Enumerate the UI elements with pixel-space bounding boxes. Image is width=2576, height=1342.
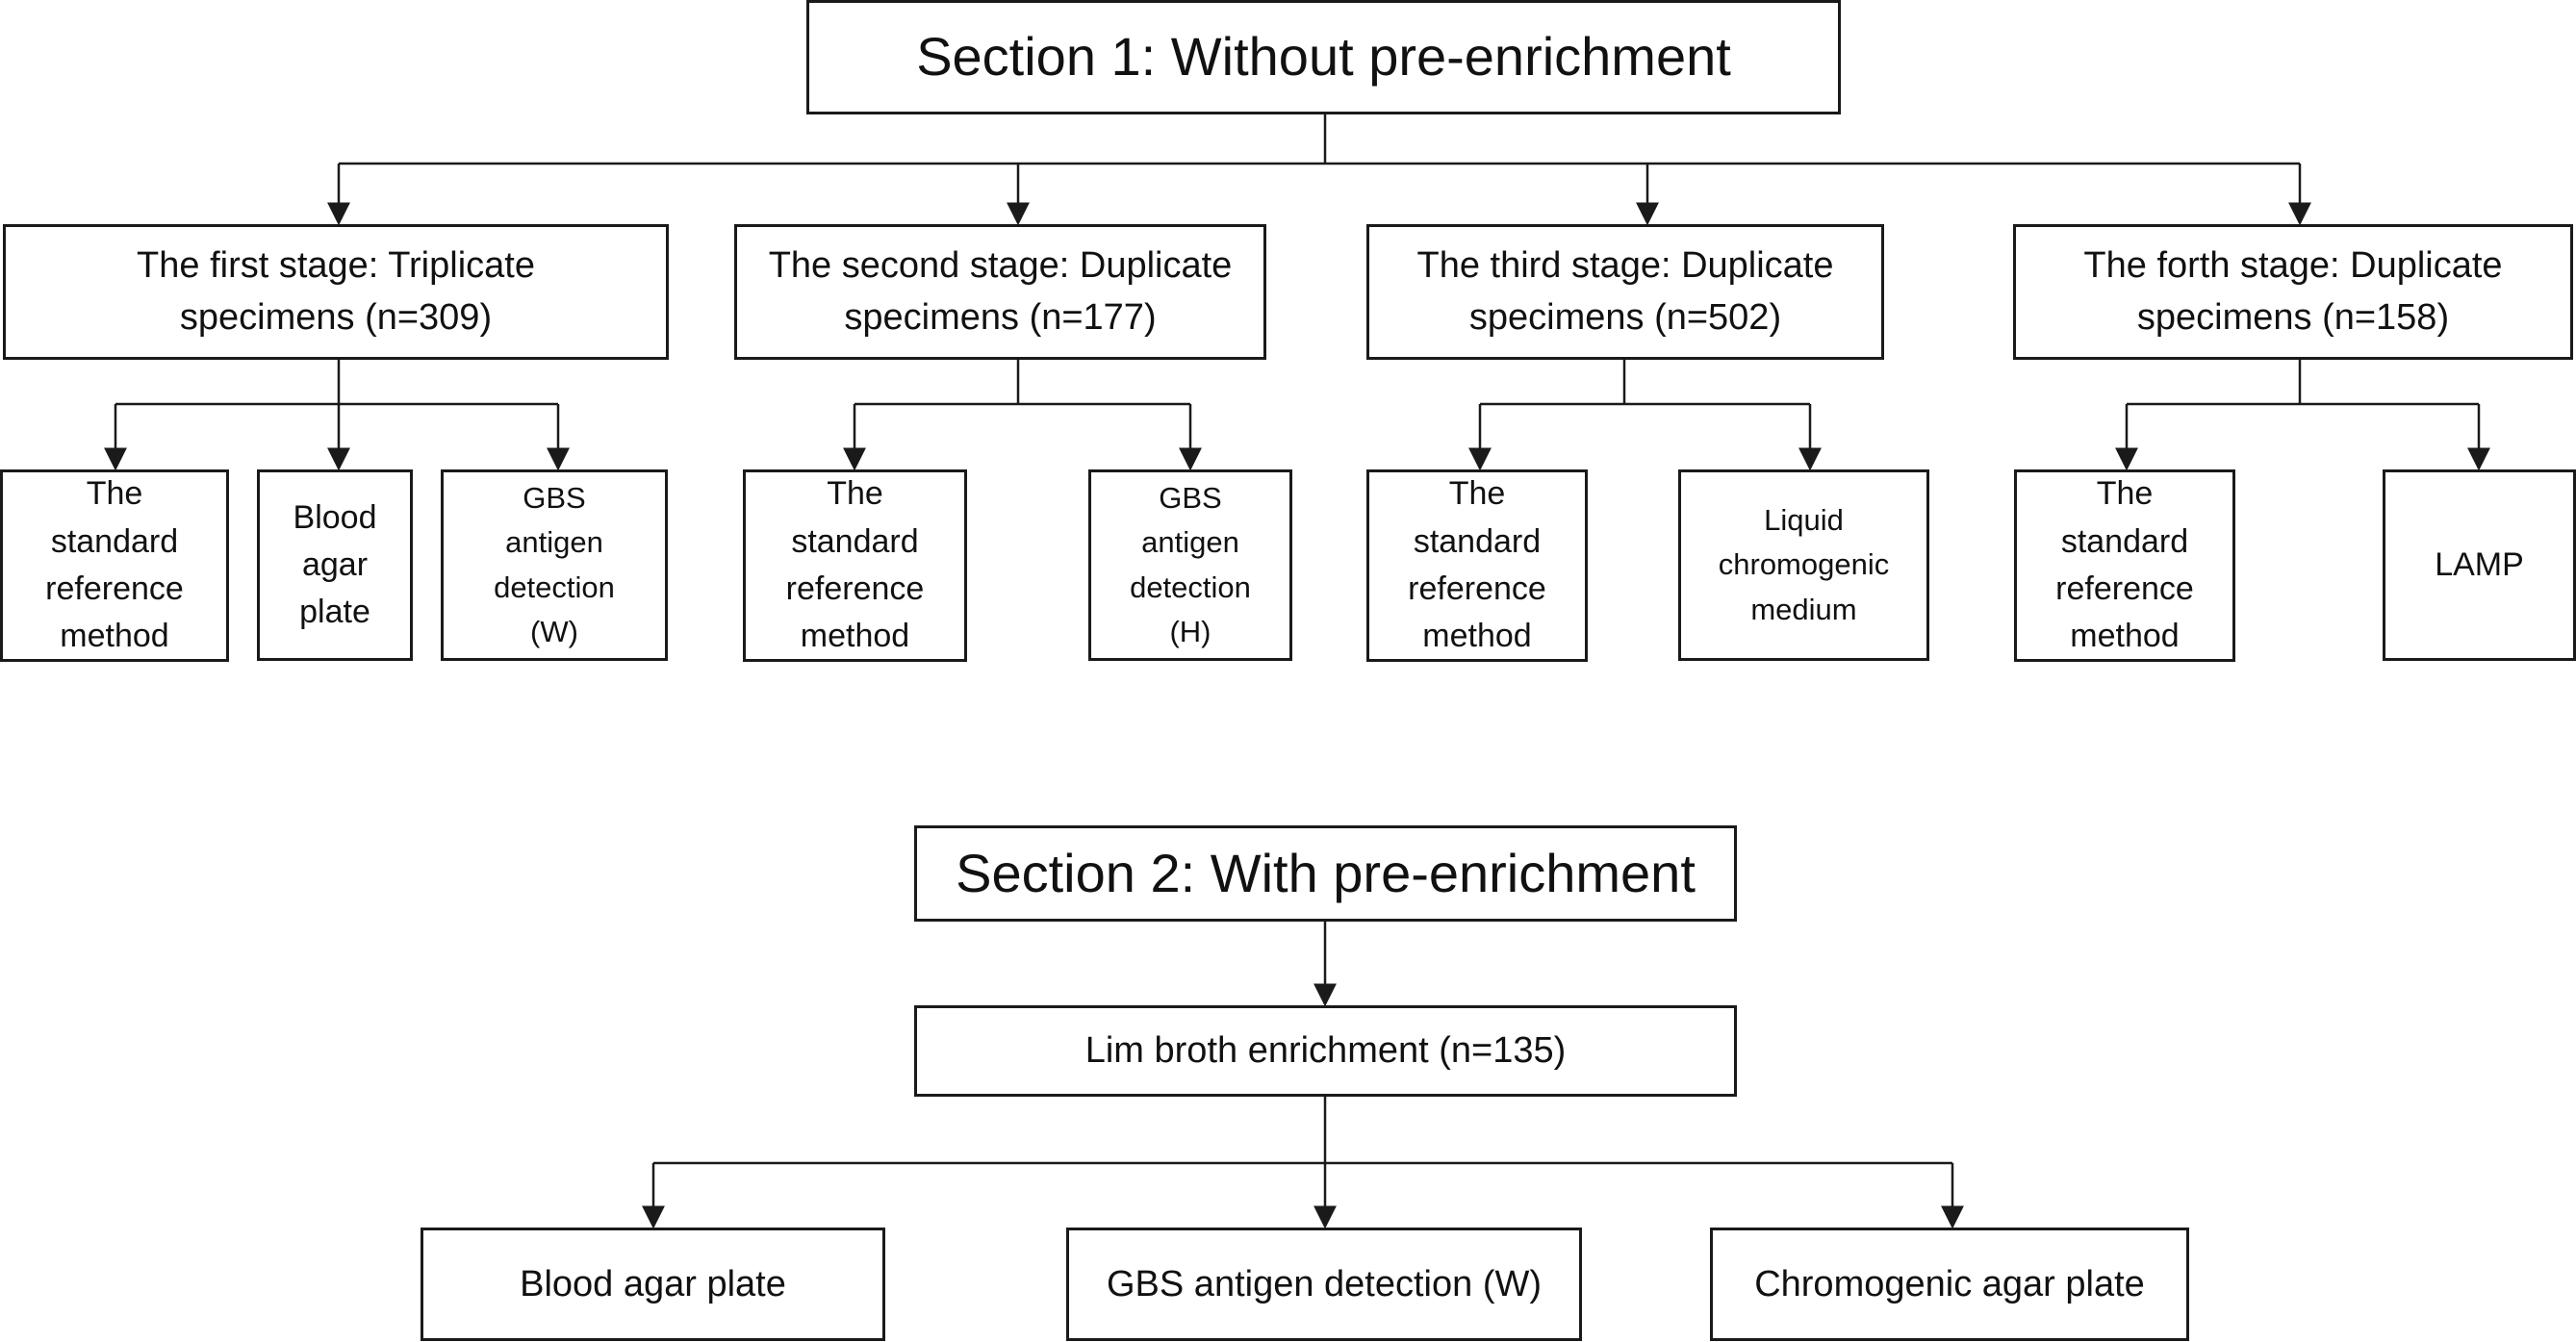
stage-2-method-standard-reference: The standard reference method xyxy=(743,469,967,662)
stage-4-method-standard-reference: The standard reference method xyxy=(2014,469,2235,662)
stage-4-method-lamp: LAMP xyxy=(2383,469,2576,661)
stage-2-method-gbs-antigen-h: GBS antigen detection (H) xyxy=(1088,469,1292,661)
stage-1-method-gbs-antigen-w: GBS antigen detection (W) xyxy=(441,469,668,661)
section-2-title: Section 2: With pre-enrichment xyxy=(914,825,1737,922)
stage-3-method-liquid-chromogenic: Liquid chromogenic medium xyxy=(1678,469,1929,661)
stage-1-box: The first stage: Triplicate specimens (n… xyxy=(3,224,669,360)
stage-2-box: The second stage: Duplicate specimens (n… xyxy=(734,224,1266,360)
section-2-method-chromogenic-agar-plate: Chromogenic agar plate xyxy=(1710,1228,2189,1341)
enrichment-box: Lim broth enrichment (n=135) xyxy=(914,1005,1737,1097)
stage-1-method-blood-agar-plate: Blood agar plate xyxy=(257,469,413,661)
stage-1-method-standard-reference: The standard reference method xyxy=(0,469,229,662)
stage-3-method-standard-reference: The standard reference method xyxy=(1366,469,1588,662)
section-1-title: Section 1: Without pre-enrichment xyxy=(806,0,1841,114)
stage-4-box: The forth stage: Duplicate specimens (n=… xyxy=(2013,224,2573,360)
stage-3-box: The third stage: Duplicate specimens (n=… xyxy=(1366,224,1884,360)
section-2-method-blood-agar-plate: Blood agar plate xyxy=(421,1228,885,1341)
section-2-method-gbs-antigen-w: GBS antigen detection (W) xyxy=(1066,1228,1582,1341)
